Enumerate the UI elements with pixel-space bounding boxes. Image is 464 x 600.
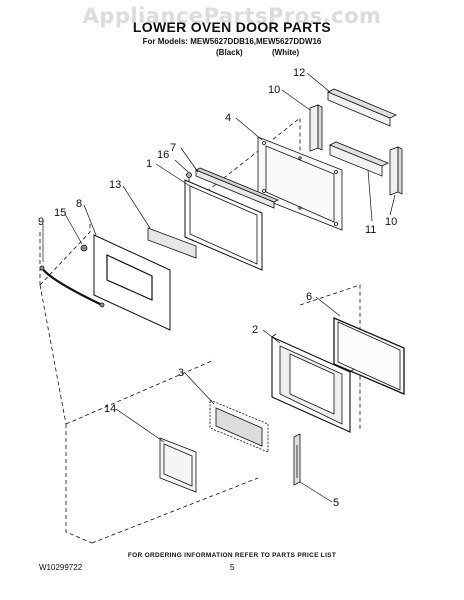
callout-4: 4 (225, 112, 231, 124)
part-12-top-trim[interactable] (327, 88, 397, 127)
part-13-filler-strip[interactable] (147, 227, 197, 259)
watermark: AppliancePartsPros.com (82, 4, 382, 28)
callout-12: 12 (293, 67, 305, 79)
part-5-hinge[interactable] (293, 433, 301, 486)
leader-lines (42, 72, 396, 503)
ordering-note: FOR ORDERING INFORMATION REFER TO PARTS … (127, 552, 337, 559)
part-11-lower-trim[interactable] (329, 141, 389, 177)
callout-5: 5 (333, 497, 339, 509)
variant-white: (White) (272, 48, 300, 57)
callout-9: 9 (38, 216, 44, 228)
callout-1: 1 (146, 158, 152, 170)
alignment-guides (39, 117, 361, 544)
callout-16: 16 (157, 149, 169, 161)
part-10-end-cap-lower[interactable] (389, 146, 403, 196)
callout-14: 14 (104, 403, 116, 415)
callout-13: 13 (109, 179, 121, 191)
callout-7: 7 (170, 142, 176, 154)
part-1-outer-panel[interactable] (184, 179, 263, 271)
page-title: LOWER OVEN DOOR PARTS (132, 19, 332, 35)
callout-10-lower: 10 (385, 216, 397, 228)
part-15-screw[interactable] (80, 244, 88, 252)
part-3-inner-glass[interactable] (209, 399, 269, 453)
part-9-handle[interactable] (39, 265, 105, 308)
callout-8: 8 (76, 198, 82, 210)
document-number: W10299722 (39, 563, 83, 572)
part-14-window-pack[interactable] (159, 437, 197, 493)
part-10-end-cap-upper[interactable] (309, 104, 323, 152)
page-number: 5 (230, 563, 235, 572)
model-numbers: For Models: MEW5627DDB16,MEW5627DDW16 (142, 37, 322, 46)
callout-2: 2 (252, 324, 258, 336)
part-7-vent-strip[interactable] (195, 167, 279, 209)
callout-3: 3 (178, 367, 184, 379)
callout-15: 15 (54, 207, 66, 219)
part-2-inner-door[interactable] (271, 333, 355, 433)
callout-11: 11 (365, 224, 376, 236)
variant-black: (Black) (216, 48, 243, 57)
part-6-door-gasket[interactable] (333, 317, 405, 395)
outer-glass-panel[interactable] (93, 234, 171, 331)
part-16-screw[interactable] (186, 172, 192, 183)
callout-10-upper: 10 (268, 84, 280, 96)
callout-6: 6 (306, 291, 312, 303)
part-4-door-frame[interactable] (257, 136, 343, 231)
